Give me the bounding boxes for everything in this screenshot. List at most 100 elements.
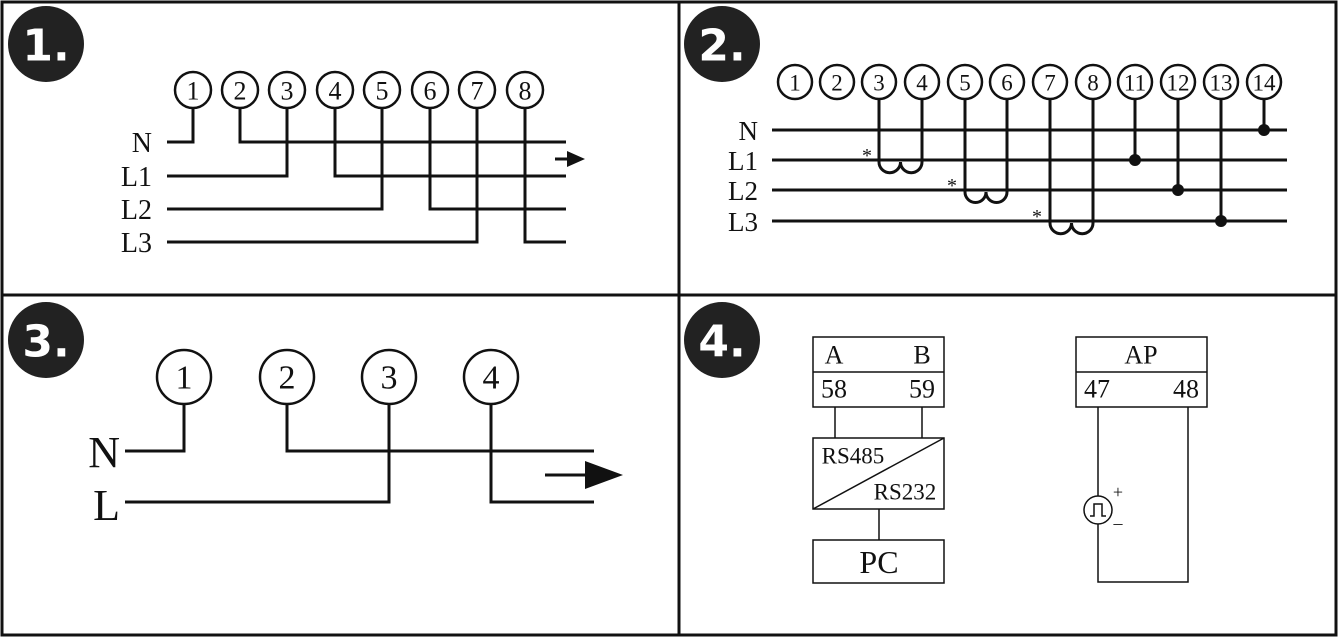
pc-box — [812, 539, 945, 584]
polarity-mark: * — [947, 175, 957, 197]
terminal-label: 1 — [176, 360, 193, 397]
terminal-label: 4 — [916, 71, 928, 96]
line-label-l2: L2 — [728, 176, 758, 206]
terminal-circle — [173, 70, 213, 110]
terminal-label: 3 — [873, 71, 885, 96]
panel-3-wires — [125, 404, 594, 504]
terminal-label: 1 — [187, 77, 200, 106]
line-label-n: N — [739, 116, 759, 146]
badge-1 — [8, 6, 84, 82]
ct-loop-l2 — [963, 99, 1009, 204]
converter-box — [812, 437, 945, 510]
badge-4-label: 4. — [698, 317, 745, 368]
terminal-circle — [315, 70, 355, 110]
terminal-circle — [457, 70, 497, 110]
comm-wires — [834, 407, 923, 540]
terminal-label: 4 — [483, 360, 500, 397]
terminal-circle — [1159, 63, 1197, 101]
ct-loop-l1 — [877, 99, 924, 175]
terminal-circle — [155, 348, 213, 406]
pulse-wires — [1097, 407, 1189, 583]
pc-label: PC — [859, 544, 898, 580]
terminal-circle — [903, 63, 941, 101]
terminal-label: 3 — [381, 360, 398, 397]
terminal-label: 5 — [376, 77, 389, 106]
terminal-label: 6 — [1001, 71, 1013, 96]
badge-4 — [684, 302, 760, 378]
terminal-circle — [360, 348, 418, 406]
terminal-label: 7 — [471, 77, 484, 106]
voltage-taps — [1133, 99, 1266, 221]
terminal-b-label: B — [913, 341, 930, 370]
terminal-label: 13 — [1210, 71, 1233, 96]
terminal-circle — [220, 70, 260, 110]
plus-sign: + — [1113, 482, 1123, 502]
minus-sign: – — [1113, 513, 1124, 533]
pin-48: 48 — [1173, 375, 1199, 404]
pin-58: 58 — [821, 375, 847, 404]
line-label-n: N — [132, 128, 152, 159]
terminal-label: 6 — [424, 77, 437, 106]
terminal-label: 2 — [831, 71, 843, 96]
pin-47: 47 — [1084, 375, 1110, 404]
arrow-icon — [567, 151, 585, 167]
terminal-circle — [860, 63, 898, 101]
terminal-label: 7 — [1044, 71, 1056, 96]
terminal-circle — [1202, 63, 1240, 101]
badge-3 — [8, 302, 84, 378]
terminal-label: 2 — [279, 360, 296, 397]
terminal-circle — [818, 63, 856, 101]
badge-1-label: 1. — [22, 21, 69, 72]
terminal-circle — [1074, 63, 1112, 101]
terminal-label: 5 — [959, 71, 971, 96]
terminal-circle — [776, 63, 814, 101]
terminal-circle — [946, 63, 984, 101]
polarity-mark: * — [862, 145, 872, 167]
terminal-circle — [1245, 63, 1283, 101]
pin-59: 59 — [909, 375, 935, 404]
terminal-label: 8 — [519, 77, 532, 106]
junction-dot — [1215, 215, 1227, 227]
line-label-l3: L3 — [121, 228, 152, 259]
terminal-label: 3 — [281, 77, 294, 106]
rs232-label: RS232 — [874, 480, 937, 505]
line-label-l: L — [93, 481, 120, 530]
panel-2-busbars — [772, 128, 1287, 223]
line-label-n: N — [88, 428, 120, 477]
ct-loop-l3 — [1048, 99, 1095, 236]
panel-1-wires — [167, 108, 566, 244]
ap-label: AP — [1124, 341, 1157, 370]
terminal-circle — [267, 70, 307, 110]
badge-2-label: 2. — [698, 21, 745, 72]
junction-dot — [1172, 184, 1184, 196]
terminal-label: 4 — [329, 77, 342, 106]
rs485-label: RS485 — [822, 444, 885, 469]
terminal-label: 11 — [1124, 71, 1146, 96]
terminal-circle — [505, 70, 545, 110]
line-label-l2: L2 — [121, 195, 152, 226]
arrow-icon — [585, 461, 623, 489]
polarity-mark: * — [1032, 206, 1042, 228]
pulse-source-icon — [1083, 495, 1113, 525]
junction-dot — [1258, 124, 1270, 136]
line-label-l1: L1 — [121, 162, 152, 193]
terminal-circle — [1031, 63, 1069, 101]
terminal-circle — [1116, 63, 1154, 101]
junction-dot — [1129, 154, 1141, 166]
terminal-label: 1 — [789, 71, 801, 96]
terminal-circle — [462, 348, 520, 406]
terminal-label: 14 — [1253, 71, 1277, 96]
terminal-a-label: A — [825, 341, 844, 370]
line-label-l3: L3 — [728, 207, 758, 237]
panel-1: 1. N L1 L2 L3 1 2 3 4 5 6 7 8 — [8, 6, 585, 259]
panel-4: 4. A B 58 59 RS485 RS232 PC AP 47 48 + – — [684, 302, 1208, 584]
line-label-l1: L1 — [728, 146, 758, 176]
terminal-label: 2 — [234, 77, 247, 106]
terminal-circle — [988, 63, 1026, 101]
badge-2 — [684, 6, 760, 82]
terminal-circle — [362, 70, 402, 110]
